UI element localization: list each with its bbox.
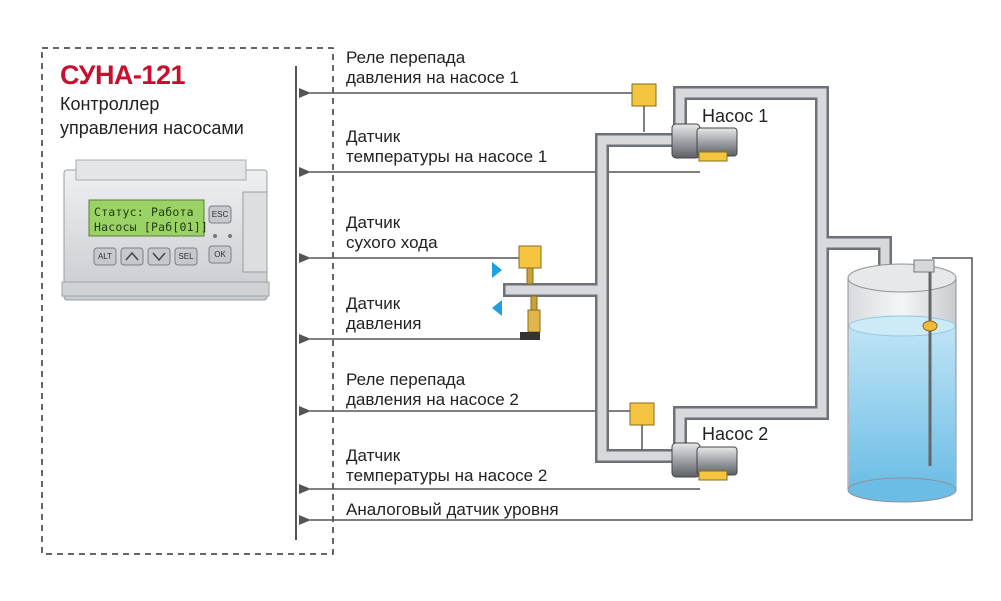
label-dry-run: Датчик сухого хода: [346, 213, 438, 252]
pump-2: [671, 442, 738, 481]
relay-2: [629, 402, 655, 450]
pressure-sensor: [520, 295, 541, 340]
down-button: [147, 247, 171, 266]
controller-subtitle: Контроллер управления насосами: [60, 94, 244, 138]
label-relay-pump-1: Реле перепада давления на насосе 1: [346, 48, 519, 87]
lcd-line-2: Насосы [Раб[01]]: [94, 220, 208, 234]
dry-run-sensor: [518, 245, 542, 285]
relay-1: [631, 83, 657, 132]
pump-1-label: Насос 1: [702, 106, 769, 126]
water-tank: [847, 259, 957, 503]
esc-button-label: ESC: [211, 210, 229, 219]
flow-arrow-in: [492, 262, 502, 278]
label-temp-pump-2: Датчик температуры на насосе 2: [346, 446, 548, 485]
signal-lines: [299, 88, 973, 525]
sel-button: [174, 247, 198, 266]
label-temp-pump-1: Датчик температуры на насосе 1: [346, 127, 548, 166]
sel-button-label: SEL: [178, 252, 194, 261]
label-relay-pump-2: Реле перепада давления на насосе 2: [346, 370, 519, 409]
pump-2-label: Насос 2: [702, 424, 769, 444]
pump-1: [671, 123, 738, 162]
lcd-screen: [88, 199, 205, 237]
controller-title: СУНА-121: [60, 60, 185, 90]
lcd-line-1: Статус: Работа: [94, 205, 194, 219]
ok-button-label: OK: [214, 250, 226, 259]
up-button: [120, 247, 144, 266]
esc-button: [208, 205, 232, 224]
alt-button: [93, 247, 117, 266]
pipe-network: [503, 86, 892, 463]
label-pressure: Датчик давления: [346, 294, 422, 333]
signal-line-level: [299, 257, 973, 525]
label-level-sensor: Аналоговый датчик уровня: [346, 500, 559, 519]
controller-device: [61, 159, 270, 301]
flow-arrow-out: [492, 300, 502, 316]
controller-frame: [41, 47, 334, 555]
ok-button: [208, 245, 232, 264]
alt-button-label: ALT: [97, 252, 113, 261]
